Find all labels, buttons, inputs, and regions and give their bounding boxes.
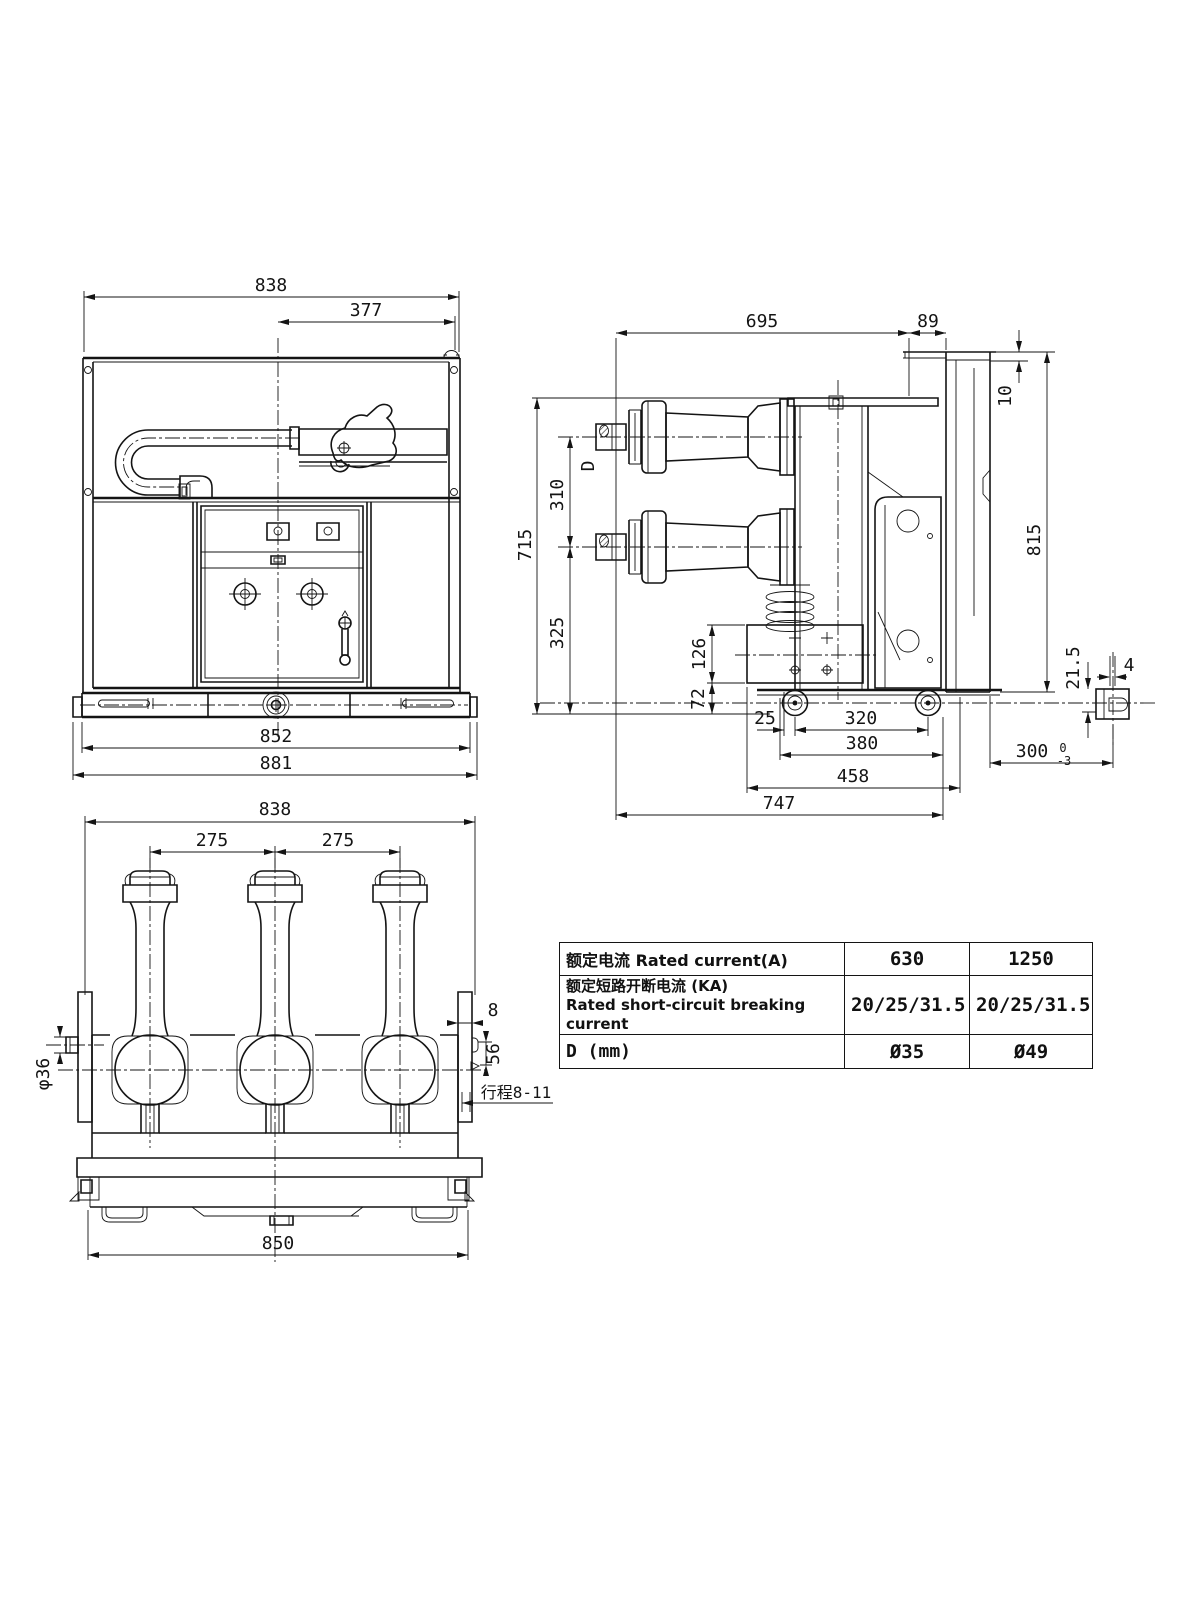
dim-side-pole-spacing: 310: [547, 479, 568, 512]
row-label-en: Rated short-circuit breaking current: [566, 995, 806, 1033]
dim-front-overall-base: 881: [260, 753, 293, 774]
dim-side-300-tol-upper: 0: [1059, 741, 1066, 755]
dim-top-pitch-left: 275: [196, 830, 229, 851]
dim-side-380: 380: [846, 733, 879, 754]
side-view: 695 89 D: [515, 311, 1158, 820]
dim-side-300-tol-lower: -3: [1057, 754, 1071, 768]
cell-value: 20/25/31.5: [969, 974, 1093, 1036]
pole-column-3: [361, 858, 439, 1148]
dim-side-wheel-offset: 25: [754, 708, 776, 729]
front-panel: [903, 351, 996, 693]
dim-side-total-height: 715: [515, 529, 536, 562]
table-row-d-mm: D (mm) Ø35 Ø49: [559, 1034, 1093, 1070]
dim-side-747: 747: [763, 793, 796, 814]
row-label: 额定短路开断电流 (KA) Rated short-circuit breaki…: [559, 974, 845, 1036]
right-bracket: [457, 991, 481, 1123]
operation-knob-left: [229, 578, 261, 610]
row-label-cn: 额定短路开断电流 (KA): [566, 977, 729, 995]
dim-side-top-offset: 10: [995, 385, 1016, 407]
dim-side-4: 4: [1124, 655, 1135, 676]
label-stroke-range: 行程8-11: [481, 1083, 552, 1102]
cell-value: Ø35: [844, 1034, 970, 1070]
spec-table: 额定电流 Rated current(A) 630 1250 额定短路开断电流 …: [559, 942, 1093, 1070]
top-view: 838 275 275: [33, 799, 553, 1262]
dim-side-458: 458: [837, 766, 870, 787]
dim-top-pin-diameter: φ36: [33, 1058, 54, 1091]
dim-top-base-width: 850: [262, 1233, 295, 1254]
dim-side-rear-offset: 89: [917, 311, 939, 332]
lower-bushing: [558, 508, 802, 586]
row-label: D (mm): [559, 1034, 845, 1070]
upper-bushing: [558, 398, 802, 476]
cell-value: Ø49: [969, 1034, 1093, 1070]
dim-front-overall-width: 838: [255, 275, 288, 296]
dim-side-panel-height: 815: [1024, 524, 1045, 557]
contact-spring: [765, 584, 815, 632]
dim-side-box-floor: 72: [688, 688, 709, 710]
table-row-rated-current: 额定电流 Rated current(A) 630 1250: [559, 942, 1093, 976]
table-row-breaking-current: 额定短路开断电流 (KA) Rated short-circuit breaki…: [559, 974, 1093, 1036]
dim-top-pitch-right: 275: [322, 830, 355, 851]
dim-side-depth: 695: [746, 311, 779, 332]
pole-column-1: [111, 858, 189, 1148]
dim-front-center-right: 377: [350, 300, 383, 321]
lifting-hook: [443, 350, 460, 359]
dim-top-overall-width: 838: [259, 799, 292, 820]
dim-side-box-height: 126: [689, 638, 710, 671]
operation-knob-right: [296, 578, 328, 610]
dim-side-21-5: 21.5: [1063, 646, 1084, 689]
cell-value: 630: [844, 942, 970, 976]
wheel-front: [781, 689, 809, 717]
label-contact-d: D: [578, 461, 599, 472]
left-bracket: [46, 991, 104, 1123]
dim-side-wheel-base: 320: [845, 708, 878, 729]
spec-table-container: 额定电流 Rated current(A) 630 1250 额定短路开断电流 …: [559, 942, 1093, 1070]
cell-value: 20/25/31.5: [844, 974, 970, 1036]
trolley-base: [68, 1157, 483, 1226]
pole-column-2: [236, 858, 314, 1262]
dim-side-300: 300: [1016, 741, 1049, 762]
indicator-windows: [266, 522, 340, 541]
cell-value: 1250: [969, 942, 1093, 976]
dim-side-lower-height: 325: [547, 617, 568, 650]
dim-front-frame-width: 852: [260, 726, 293, 747]
mechanism-box: [735, 624, 878, 684]
dim-top-56: 56: [483, 1043, 504, 1065]
wheel-rear: [914, 689, 942, 717]
guide-bracket: [867, 471, 942, 689]
dim-top-plate-thickness: 8: [488, 1000, 499, 1021]
row-label: 额定电流 Rated current(A): [559, 942, 845, 976]
latch-cam: [330, 403, 398, 469]
front-view: 838 377: [72, 275, 478, 780]
charging-handle: [338, 610, 352, 666]
